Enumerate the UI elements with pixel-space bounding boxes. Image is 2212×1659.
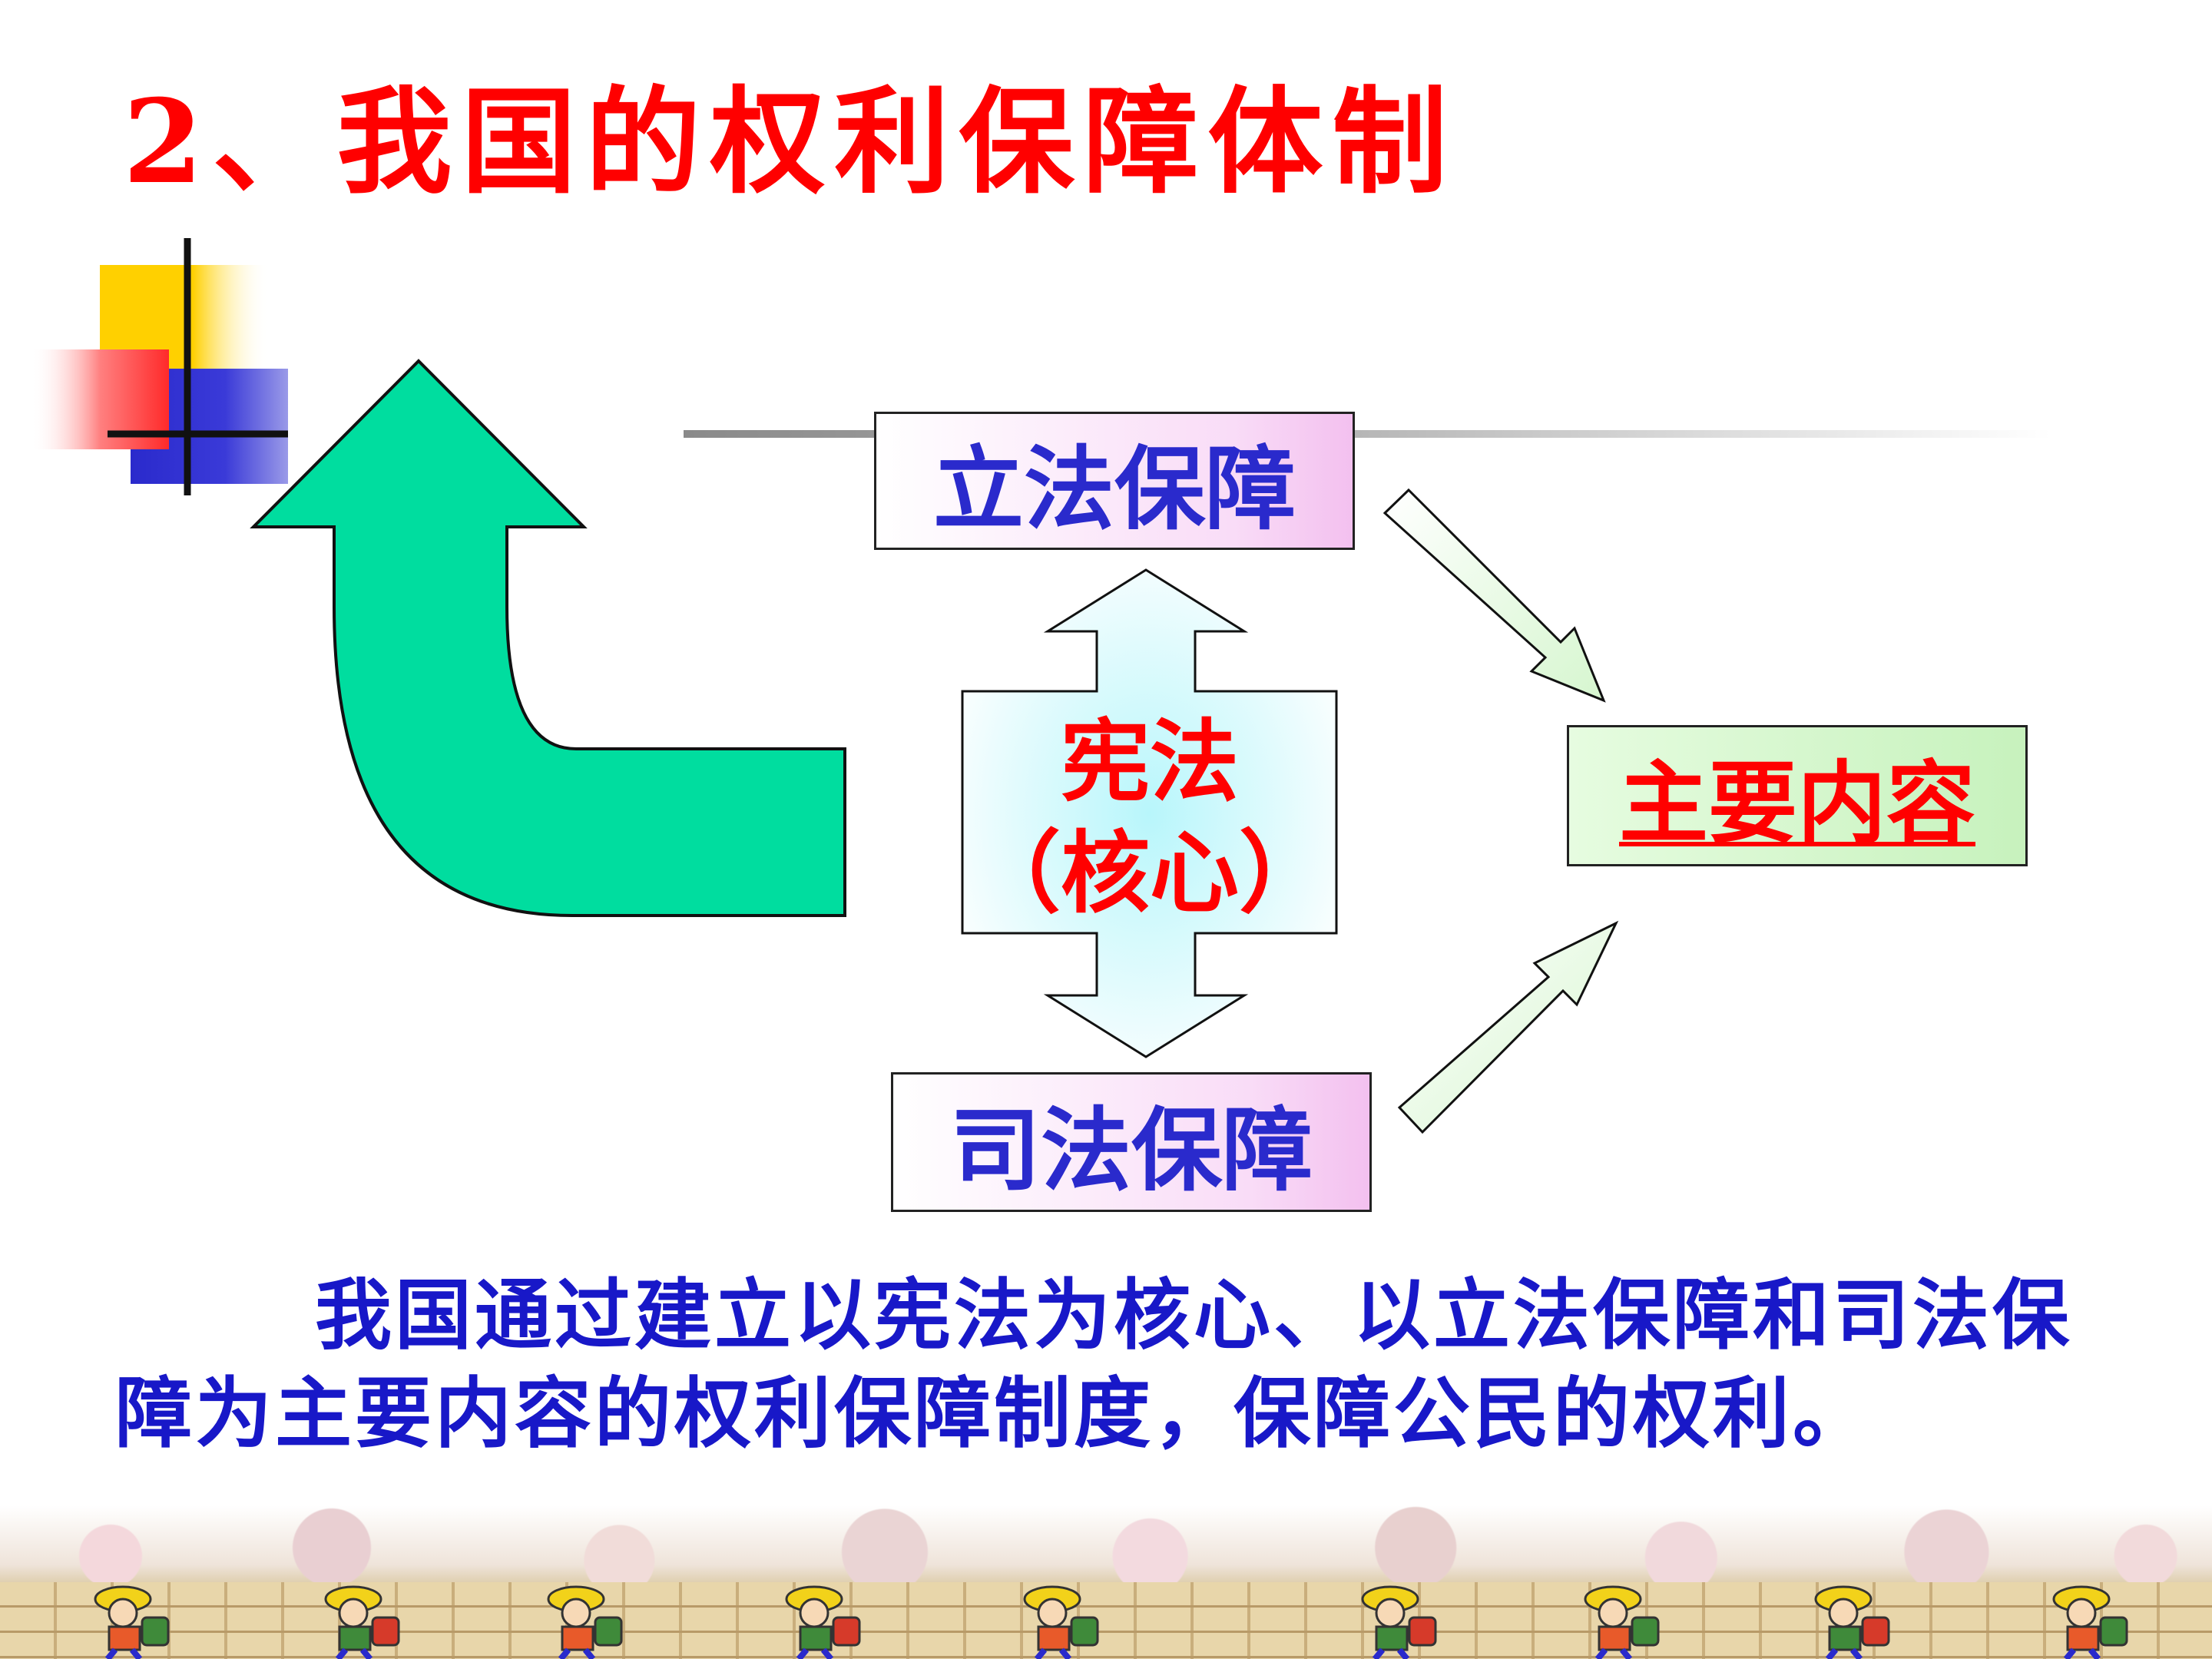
node-legislative-label: 立法保障 — [932, 435, 1296, 542]
node-main-content-label: 主要内容 — [1619, 751, 1975, 856]
walking-child-icon — [324, 1585, 400, 1659]
walking-child-icon — [1023, 1585, 1099, 1659]
arrow-legislative-to-main — [1382, 488, 1606, 703]
header-rule — [684, 430, 2051, 438]
big-curved-arrow — [250, 359, 846, 917]
conclusion-paragraph: 我国通过建立以宪法为核心、以立法保障和司法保障为主要内容的权利保障制度，保障公民… — [115, 1270, 2072, 1459]
walking-child-icon — [547, 1585, 623, 1659]
node-main-content: 主要内容 — [1567, 725, 2028, 866]
walking-child-icon — [1584, 1585, 1660, 1659]
constitution-label-line1: 宪法 — [1061, 710, 1239, 814]
node-constitution: 宪法 （核心） — [963, 703, 1336, 933]
constitution-double-arrow — [961, 568, 1338, 1058]
walking-child-icon — [1814, 1585, 1890, 1659]
walking-child-icon — [2052, 1585, 2128, 1659]
slide-title: 2、我国的权利保障体制 — [123, 75, 1457, 210]
constitution-label-line2: （核心） — [972, 821, 1328, 926]
footer-blossom-trees — [0, 1505, 2212, 1590]
node-judicial-guarantee: 司法保障 — [891, 1072, 1372, 1212]
arrow-judicial-to-main — [1397, 920, 1619, 1134]
node-judicial-label: 司法保障 — [949, 1096, 1313, 1204]
node-legislative-guarantee: 立法保障 — [874, 412, 1355, 550]
walking-child-icon — [1361, 1585, 1437, 1659]
walking-child-icon — [785, 1585, 861, 1659]
corner-decoration — [31, 238, 288, 495]
walking-child-icon — [94, 1585, 170, 1659]
